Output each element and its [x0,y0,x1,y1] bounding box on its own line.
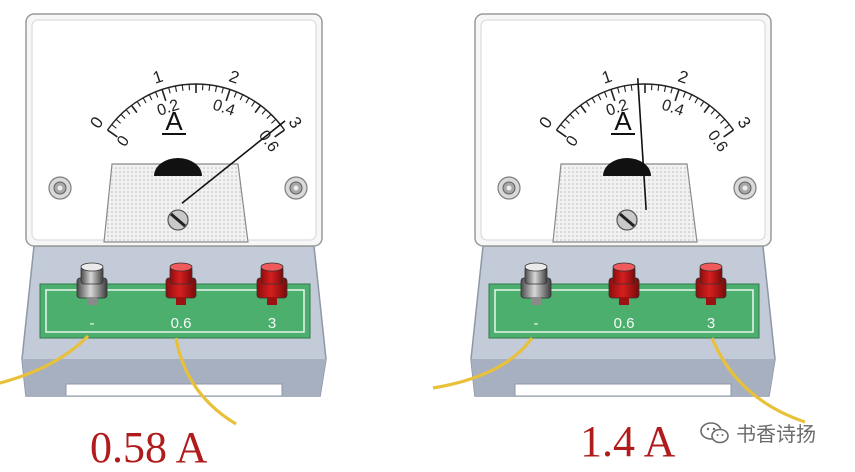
scale-tick [631,85,632,91]
unit-symbol: A [614,106,632,136]
watermark: 书香诗扬 [700,418,816,447]
terminal-post-top [170,263,192,271]
terminal-post-top [525,263,547,271]
terminal-post-top [613,263,635,271]
mount-screw-hole [294,186,299,191]
terminal-label: 0.6 [171,315,192,332]
mount-screw-hole [743,186,748,191]
meter-foot-cutout [515,384,731,396]
terminal-post-top [81,263,103,271]
reading-left: 0.58 A [90,426,207,470]
mount-screw-hole [507,186,512,191]
terminal-label: 3 [268,315,276,332]
reading-right: 1.4 A [580,420,675,464]
scale-tick [182,85,183,91]
terminal-post-top [700,263,722,271]
wechat-icon [700,421,730,445]
terminal-label: - [90,315,95,332]
terminal-post-top [261,263,283,271]
terminal-label: 3 [707,315,715,332]
terminal-post-stem [706,297,716,305]
terminal-post-stem [176,297,186,305]
terminal-post-stem [267,297,277,305]
terminal-post-stem [619,297,629,305]
unit-symbol: A [165,106,183,136]
terminal-label: 0.6 [614,315,635,332]
scale-tick [209,85,210,91]
scale-tick [658,85,659,91]
terminal-label: - [534,315,539,332]
terminal-post-stem [87,297,97,305]
terminal-post-stem [531,297,541,305]
meter-foot-cutout [66,384,282,396]
mount-screw-hole [58,186,63,191]
watermark-text: 书香诗扬 [736,418,816,447]
